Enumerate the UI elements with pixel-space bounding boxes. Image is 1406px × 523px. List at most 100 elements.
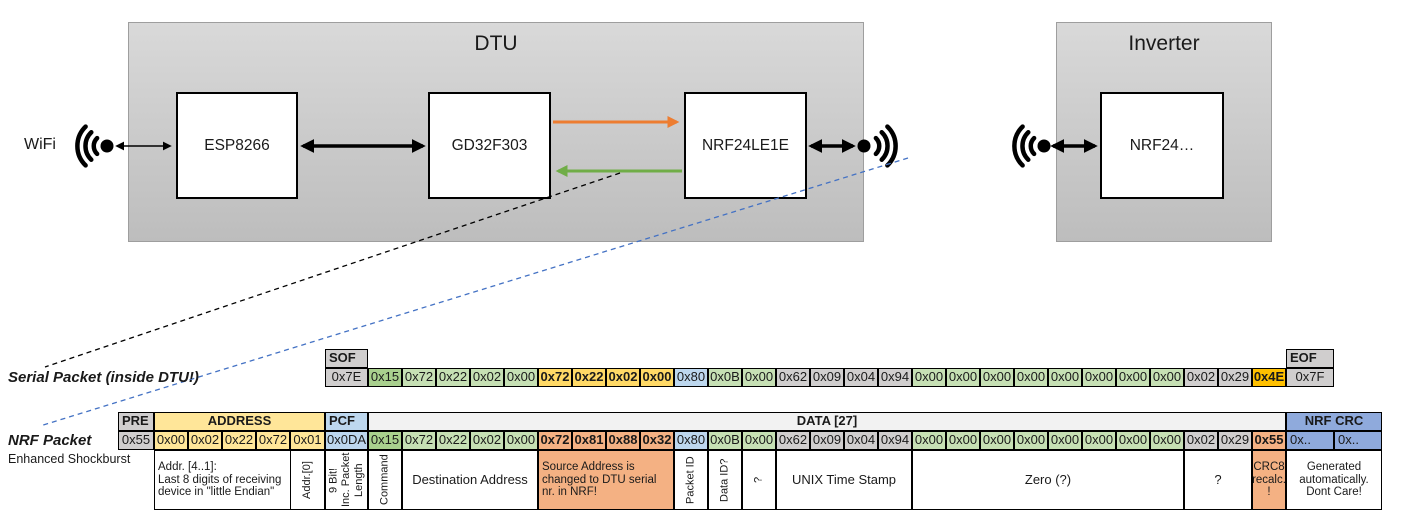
serial-header-cell: SOF xyxy=(325,349,368,368)
nrf-byte-cell: 0x00 xyxy=(1082,431,1116,450)
nrf-byte-cell: 0x00 xyxy=(504,431,538,450)
nrf-byte-cell: 0x72 xyxy=(256,431,290,450)
serial-byte-cell: 0x94 xyxy=(878,368,912,387)
serial-byte-cell: 0x72 xyxy=(402,368,436,387)
annotation-cell: Zero (?) xyxy=(912,450,1184,510)
annotation-cell: ? xyxy=(1184,450,1252,510)
component-nrf24le1e: NRF24LE1E xyxy=(684,92,807,199)
serial-byte-cell: 0x09 xyxy=(810,368,844,387)
dtu-title: DTU xyxy=(474,32,518,55)
serial-byte-cell: 0x29 xyxy=(1218,368,1252,387)
nrf-byte-cell: 0x00 xyxy=(980,431,1014,450)
nrf-byte-cell: 0x02 xyxy=(470,431,504,450)
nrf-byte-cell: 0x15 xyxy=(368,431,402,450)
nrf-byte-cell: 0x72 xyxy=(538,431,572,450)
serial-byte-cell: 0x72 xyxy=(538,368,572,387)
nrf-byte-cell: 0x0DA xyxy=(325,431,368,450)
serial-byte-cell: 0x7F xyxy=(1286,368,1334,387)
wifi-label: WiFi xyxy=(24,136,56,153)
nrf-byte-cell: 0x02 xyxy=(1184,431,1218,450)
dtu-radio-icon xyxy=(857,124,898,168)
nrf-byte-cell: 0x22 xyxy=(436,431,470,450)
serial-byte-cell: 0x00 xyxy=(640,368,674,387)
serial-byte-cell: 0x4E xyxy=(1252,368,1286,387)
nrf-header-cell: NRF CRC xyxy=(1286,412,1382,431)
serial-byte-cell: 0x15 xyxy=(368,368,402,387)
nrf-header-cell: DATA [27] xyxy=(368,412,1286,431)
nrf-packet-label: NRF Packet xyxy=(8,432,92,449)
component-esp8266: ESP8266 xyxy=(176,92,298,199)
wifi-signal-icon xyxy=(75,124,114,168)
component-nrf24le1e-label: NRF24LE1E xyxy=(701,136,789,154)
serial-byte-cell: 0x00 xyxy=(742,368,776,387)
annotation-cell: CRC8 recalc. ! xyxy=(1252,450,1286,510)
component-gd32f303: GD32F303 xyxy=(428,92,551,199)
nrf-byte-cell: 0x62 xyxy=(776,431,810,450)
serial-byte-cell: 0x00 xyxy=(946,368,980,387)
nrf-byte-cell: 0x29 xyxy=(1218,431,1252,450)
serial-byte-cell: 0x02 xyxy=(470,368,504,387)
component-inverter-nrf24-label: NRF24… xyxy=(1129,136,1195,154)
nrf-byte-cell: 0x00 xyxy=(1150,431,1184,450)
nrf-byte-cell: 0x80 xyxy=(674,431,708,450)
nrf-header-cell: PCF xyxy=(325,412,368,431)
annotation-cell: Packet ID xyxy=(674,450,708,510)
annotation-cell: Destination Address xyxy=(402,450,538,510)
annotation-cell: UNIX Time Stamp xyxy=(776,450,912,510)
nrf-byte-cell: 0x.. xyxy=(1286,431,1334,450)
nrf-header-cell: ADDRESS xyxy=(154,412,325,431)
component-esp8266-label: ESP8266 xyxy=(204,136,270,154)
serial-byte-cell: 0x00 xyxy=(912,368,946,387)
serial-byte-cell: 0x00 xyxy=(980,368,1014,387)
serial-byte-cell: 0x62 xyxy=(776,368,810,387)
annotation-cell: 9 Bit! Inc. Packet Length xyxy=(325,450,368,510)
nrf-packet-pointer-dashed xyxy=(39,157,909,427)
nrf-byte-cell: 0x94 xyxy=(878,431,912,450)
nrf-byte-cell: 0x00 xyxy=(1048,431,1082,450)
nrf-byte-cell: 0x00 xyxy=(154,431,188,450)
nrf-byte-cell: 0x00 xyxy=(946,431,980,450)
annotation-cell: Addr.[0] xyxy=(290,450,325,510)
annotation-cell: Addr. [4..1]: Last 8 digits of receiving… xyxy=(154,450,291,510)
serial-byte-cell: 0x0B xyxy=(708,368,742,387)
nrf-byte-cell: 0x00 xyxy=(912,431,946,450)
annotation-cell: Command xyxy=(368,450,402,510)
serial-byte-cell: 0x7E xyxy=(325,368,368,387)
serial-header-cell: EOF xyxy=(1286,349,1334,368)
nrf-byte-cell: 0x01 xyxy=(290,431,325,450)
serial-byte-cell: 0x00 xyxy=(1150,368,1184,387)
serial-byte-cell: 0x02 xyxy=(1184,368,1218,387)
serial-packet-label: Serial Packet (inside DTU!) xyxy=(8,369,199,386)
inverter-radio-icon xyxy=(1012,124,1051,168)
nrf-byte-cell: 0x55 xyxy=(1252,431,1286,450)
annotation-cell: Source Address is changed to DTU serial … xyxy=(538,450,674,510)
serial-byte-cell: 0x22 xyxy=(436,368,470,387)
annotation-cell: Generated automatically. Dont Care! xyxy=(1286,450,1382,510)
serial-byte-cell: 0x80 xyxy=(674,368,708,387)
annotation-cell: Data ID? xyxy=(708,450,742,510)
serial-byte-cell: 0x22 xyxy=(572,368,606,387)
nrf-byte-cell: 0x22 xyxy=(222,431,256,450)
nrf-byte-cell: 0x00 xyxy=(742,431,776,450)
nrf-header-cell: PRE xyxy=(118,412,154,431)
serial-byte-cell: 0x00 xyxy=(1014,368,1048,387)
inverter-title: Inverter xyxy=(1128,32,1200,55)
serial-byte-cell: 0x02 xyxy=(606,368,640,387)
nrf-byte-cell: 0x00 xyxy=(1014,431,1048,450)
serial-byte-cell: 0x04 xyxy=(844,368,878,387)
nrf-byte-cell: 0x09 xyxy=(810,431,844,450)
nrf-byte-cell: 0x02 xyxy=(188,431,222,450)
nrf-byte-cell: 0x88 xyxy=(606,431,640,450)
nrf-byte-cell: 0x81 xyxy=(572,431,606,450)
serial-byte-cell: 0x00 xyxy=(1048,368,1082,387)
serial-byte-cell: 0x00 xyxy=(504,368,538,387)
inverter-enclosure: Inverter xyxy=(1056,22,1272,242)
annotation-cell: ? xyxy=(742,450,776,510)
serial-byte-cell: 0x00 xyxy=(1082,368,1116,387)
nrf-byte-cell: 0x04 xyxy=(844,431,878,450)
nrf-byte-cell: 0x00 xyxy=(1116,431,1150,450)
nrf-byte-cell: 0x55 xyxy=(118,431,154,450)
component-inverter-nrf24: NRF24… xyxy=(1100,92,1224,199)
